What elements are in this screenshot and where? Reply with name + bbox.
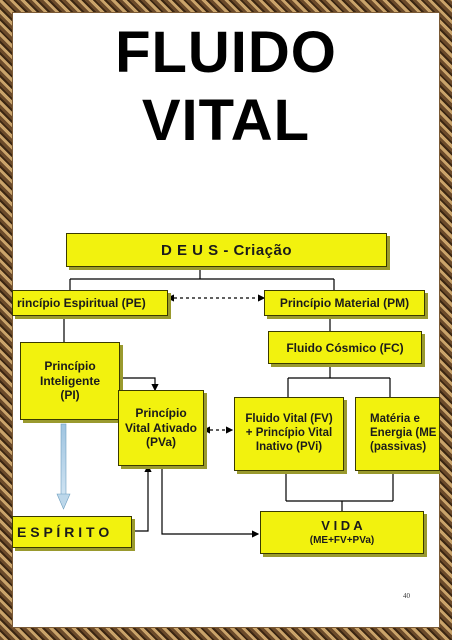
principio-espiritual-label: rincípio Espiritual (PE)	[17, 296, 146, 310]
pi-espirito-arrow-head	[56, 493, 71, 510]
vida-formula: (ME+FV+PVa)	[309, 535, 375, 547]
principio-vital-ativado-line-2: Vital Ativado	[124, 420, 198, 435]
principio-espiritual-box: rincípio Espiritual (PE)	[12, 290, 168, 316]
line-pi-pva	[120, 377, 159, 392]
page-number: 40	[403, 592, 410, 600]
principio-material-box: Princípio Material (PM)	[264, 290, 425, 316]
line-fc-split	[287, 364, 391, 397]
principio-inteligente-line-1: Princípio	[44, 359, 96, 374]
pi-espirito-arrow-shaft	[60, 423, 67, 497]
deus-label: D E U S - Criação	[160, 241, 293, 259]
line-fv-me-vida	[285, 471, 394, 511]
materia-energia-box: Matéria e Energia (ME (passivas)	[355, 397, 440, 471]
vida-box: V I D A (ME+FV+PVa)	[260, 511, 424, 554]
principio-inteligente-line-2: Inteligente	[39, 373, 100, 388]
page: FLUIDO VITAL	[12, 12, 440, 628]
title-line-2: VITAL	[141, 88, 311, 153]
principio-inteligente-line-3: (PI)	[60, 388, 80, 403]
espirito-box: E S P Í R I T O	[12, 516, 132, 548]
fluido-vital-line-1: Fluido Vital (FV)	[245, 413, 333, 426]
espirito-label: E S P Í R I T O	[17, 524, 110, 540]
fluido-cosmico-label: Fluido Cósmico (FC)	[286, 340, 404, 355]
materia-energia-line-2: Energia (ME	[370, 427, 437, 440]
principio-inteligente-box: Princípio Inteligente (PI)	[20, 342, 120, 420]
connector-lines	[56, 267, 394, 538]
fluido-vital-line-2: + Princípio Vital	[245, 427, 333, 440]
line-pva-vida	[161, 466, 260, 538]
fluido-vital-box: Fluido Vital (FV) + Princípio Vital Inat…	[234, 397, 344, 471]
deus-box: D E U S - Criação	[66, 233, 387, 267]
title-line-1: FLUIDO	[115, 20, 337, 85]
materia-energia-line-3: (passivas)	[370, 440, 427, 453]
principio-vital-ativado-box: Princípio Vital Ativado (PVa)	[118, 390, 204, 466]
principio-material-label: Princípio Material (PM)	[279, 296, 410, 310]
materia-energia-line-1: Matéria e	[370, 413, 420, 426]
fluido-vital-line-3: Inativo (PVi)	[255, 440, 323, 453]
line-deus-split	[69, 267, 335, 290]
principio-vital-ativado-line-3: (PVa)	[145, 435, 176, 450]
vida-label: V I D A	[321, 517, 363, 533]
principio-vital-ativado-line-1: Princípio	[135, 406, 187, 421]
line-espirito-pva	[132, 464, 152, 532]
fluido-cosmico-box: Fluido Cósmico (FC)	[268, 331, 422, 364]
